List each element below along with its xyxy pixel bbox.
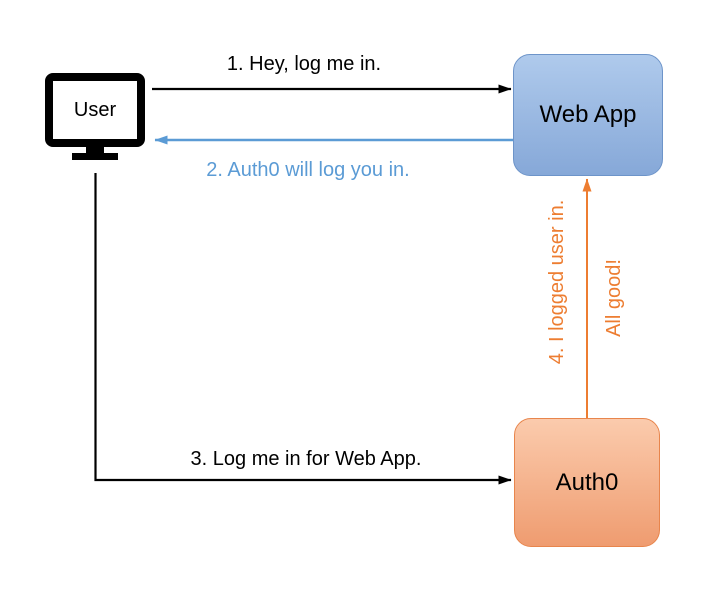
arrow-4-label: 4. I logged user in. [546, 199, 568, 365]
arrow-3-label: 3. Log me in for Web App. [190, 448, 422, 470]
webapp-node-label: Web App [539, 101, 637, 128]
arrow-3-user-to-auth0 [94, 173, 512, 485]
monitor-icon: User [45, 73, 145, 147]
user-node-label: User [73, 98, 117, 121]
monitor-stand-base [72, 153, 118, 160]
auth0-node: Auth0 [514, 418, 660, 547]
arrow-2-label: 2. Auth0 will log you in. [206, 159, 410, 181]
monitor-stand-neck [86, 146, 104, 154]
auth0-node-label: Auth0 [555, 468, 619, 496]
arrow-1-label: 1. Hey, log me in. [226, 53, 382, 75]
arrow-4-secondary-label: All good! [603, 259, 625, 337]
webapp-node: Web App [513, 54, 663, 176]
